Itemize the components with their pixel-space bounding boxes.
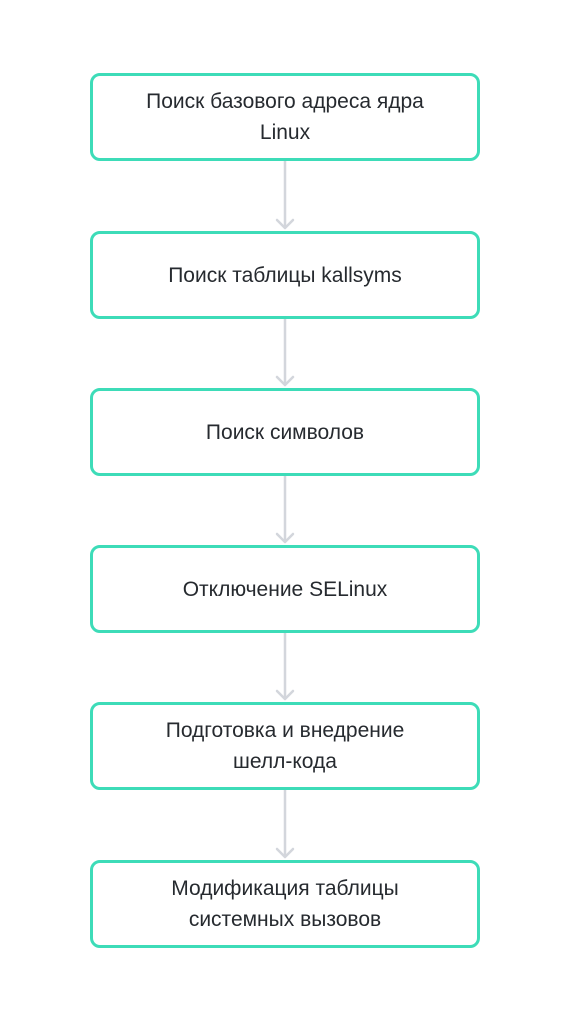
arrow-down-icon (275, 790, 295, 860)
arrow-down-icon (275, 161, 295, 231)
step-box-find-kernel-base: Поиск базового адреса ядра Linux (90, 73, 480, 161)
step-box-modify-syscall-table: Модификация таблицы системных вызовов (90, 860, 480, 948)
step-label: Модификация таблицы системных вызовов (171, 877, 399, 931)
step-label: Поиск символов (205, 420, 365, 444)
step-box-prepare-shellcode: Подготовка и внедрение шелл-кода (90, 702, 480, 790)
step-label: Подготовка и внедрение шелл-кода (165, 719, 405, 773)
step-label: Поиск таблицы kallsyms (168, 263, 402, 287)
arrow-down-icon (275, 319, 295, 388)
step-box-disable-selinux: Отключение SELinux (90, 545, 480, 633)
step-label: Отключение SELinux (182, 577, 388, 601)
step-label: Поиск базового адреса ядра Linux (146, 90, 424, 144)
arrow-down-icon (275, 633, 295, 702)
step-box-find-symbols: Поиск символов (90, 388, 480, 476)
arrow-down-icon (275, 476, 295, 545)
step-box-find-kallsyms: Поиск таблицы kallsyms (90, 231, 480, 319)
